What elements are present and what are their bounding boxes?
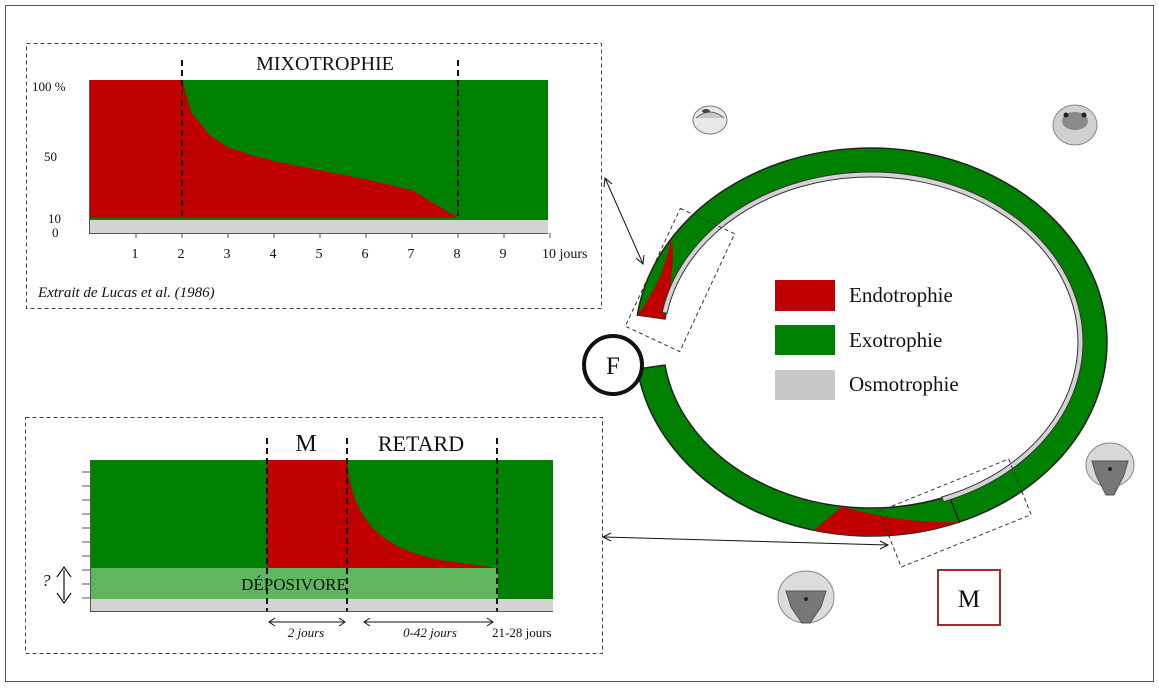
mixotrophie-title: MIXOTROPHIE — [256, 53, 394, 75]
label-m: M — [295, 431, 316, 457]
x-tick-label-3: 3 — [224, 247, 231, 262]
mixotrophie-chart: MIXOTROPHIE 100 % 50 10 0 1 2 3 4 5 6 7 … — [32, 53, 588, 301]
highlight-box-upper — [624, 207, 736, 353]
x-tick-label-7: 7 — [408, 247, 415, 262]
bottom-panel-frame — [25, 417, 603, 654]
span-arrow-m-heads — [268, 617, 346, 627]
connector-arrow-bottom — [602, 536, 889, 546]
larva-drawing-stage-1 — [692, 105, 728, 135]
x-tick-label-10: 10 jours — [542, 247, 588, 262]
connector-arrow-bottom-heads — [601, 532, 890, 550]
span-label-2-jours: 2 jours — [288, 625, 324, 640]
connector-arrow-top-heads — [603, 177, 645, 265]
start-marker-f — [582, 334, 644, 396]
y-tick-label-50: 50 — [44, 149, 57, 164]
osmotrophie-band — [90, 220, 548, 233]
x-tick-label-5: 5 — [316, 247, 323, 262]
deposivore-band — [90, 568, 498, 599]
cycle-ring: F M — [582, 147, 1108, 626]
legend-label-exotrophie: Exotrophie — [849, 328, 942, 352]
legend-swatch-endotrophie — [775, 280, 835, 311]
span-label-0-42-jours: 0-42 jours — [403, 625, 457, 640]
x-ticks — [135, 233, 551, 238]
x-tick-label-8: 8 — [454, 247, 461, 262]
connector-arrow-top — [604, 177, 644, 265]
larva-drawing-stage-4 — [777, 570, 835, 624]
x-tick-label-2: 2 — [178, 247, 185, 262]
x-tick-label-9: 9 — [500, 247, 507, 262]
label-retard: RETARD — [378, 431, 464, 456]
y-tick-label-100: 100 % — [32, 79, 66, 94]
x-tick-label-4: 4 — [270, 247, 277, 262]
x-tick-label-1: 1 — [132, 247, 139, 262]
legend-swatch-exotrophie — [775, 325, 835, 355]
outer-frame — [5, 5, 1154, 682]
top-panel: MIXOTROPHIE 100 % 50 10 0 1 2 3 4 5 6 7 … — [26, 43, 602, 309]
end-marker-m — [937, 569, 1001, 626]
deposivore-label: DÉPOSIVORE — [241, 575, 347, 594]
y-tick-label-10: 10 — [48, 211, 61, 226]
height-arrow-head-down — [56, 592, 72, 605]
legend-swatch-osmotrophie — [775, 370, 835, 400]
y-ticks — [82, 471, 90, 599]
endotrophie-area — [90, 80, 550, 218]
endotrophie-retard-area — [347, 460, 497, 568]
legend: Endotrophie Exotrophie Osmotrophie — [775, 280, 959, 400]
connector-arrows — [601, 177, 890, 550]
span-arrow-retard-heads — [363, 617, 494, 627]
ring-red-start — [637, 239, 673, 319]
ring-osmotrophie-band — [661, 171, 1084, 503]
osmotrophie-band — [90, 599, 553, 611]
legend-label-endotrophie: Endotrophie — [849, 283, 953, 307]
top-panel-frame — [26, 43, 602, 309]
citation: Extrait de Lucas et al. (1986) — [37, 285, 215, 301]
end-marker-m-label: M — [958, 586, 980, 613]
larva-drawing-stage-3 — [1085, 442, 1135, 496]
start-marker-f-label: F — [606, 353, 620, 380]
ring-red-metamorphosis — [813, 506, 960, 536]
bottom-panel: M RETARD DÉPOSIVORE ? 2 jours 0-42 jours… — [25, 417, 603, 654]
legend-label-osmotrophie: Osmotrophie — [849, 372, 959, 396]
endotrophie-m-area — [267, 460, 347, 568]
x-tick-label-6: 6 — [362, 247, 369, 262]
larva-drawing-stage-2 — [1052, 104, 1098, 146]
height-arrow-head-up — [56, 565, 72, 578]
y-tick-label-0: 0 — [52, 225, 59, 240]
end-label: 21-28 jours — [492, 625, 552, 640]
question-mark: ? — [42, 571, 51, 590]
